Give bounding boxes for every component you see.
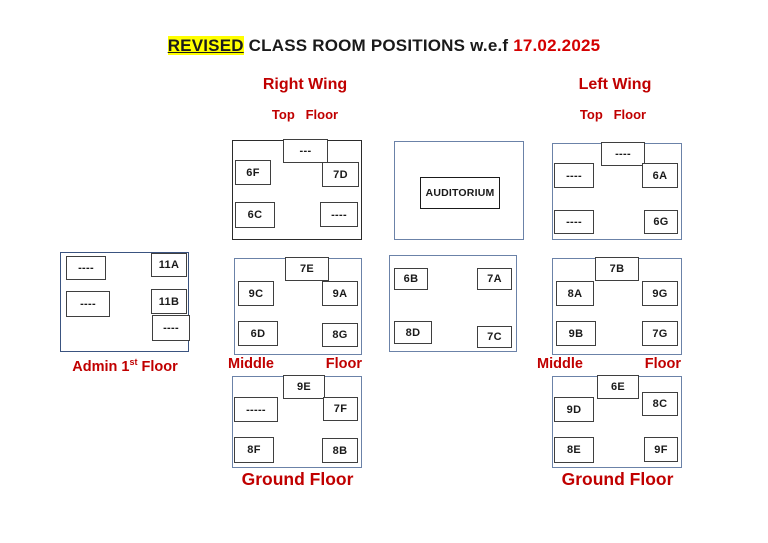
room-box: ---- (554, 163, 594, 188)
room-box-11A: 11A (151, 253, 187, 277)
auditorium-box: AUDITORIUM (394, 141, 524, 240)
room-box: ---- (66, 256, 106, 280)
title-date: 17.02.2025 (513, 36, 601, 55)
room-box-6F: 6F (235, 160, 271, 185)
left-wing-header: Left Wing (578, 76, 652, 93)
room-box: ----- (234, 397, 278, 422)
room-box-9C: 9C (238, 281, 274, 306)
right-top-floor-label: Top Floor (271, 107, 339, 122)
room-box-8E: 8E (554, 437, 594, 463)
right-wing-top-floor-box: --- 6F 7D 6C ---- (232, 139, 362, 240)
right-wing-ground-floor-box: 9E ----- 7F 8F 8B (232, 375, 362, 468)
right-wing-header: Right Wing (262, 76, 348, 93)
auditorium-label: AUDITORIUM (420, 177, 500, 209)
room-box-9G: 9G (642, 281, 678, 306)
room-box: ---- (66, 291, 110, 317)
left-wing-ground-floor-box: 6E 9D 8C 8E 9F (552, 375, 682, 468)
room-box-6G: 6G (644, 210, 678, 234)
admin-floor-label: Admin 1st Floor (72, 357, 178, 375)
room-box-8B: 8B (322, 438, 358, 463)
room-box-8G: 8G (322, 323, 358, 347)
room-box: ---- (554, 210, 594, 234)
room-box-6C: 6C (235, 202, 275, 228)
left-top-floor-label: Top Floor (579, 107, 647, 122)
room-box-6D: 6D (238, 321, 278, 346)
room-box-8D: 8D (394, 321, 432, 344)
room-box-6B: 6B (394, 268, 428, 290)
left-ground-floor-label: Ground Floor (561, 469, 674, 489)
right-wing-middle-floor-box: 7E 9C 9A 6D 8G (234, 257, 362, 355)
room-box-7A: 7A (477, 268, 512, 290)
room-box-9D: 9D (554, 397, 594, 422)
center-middle-floor-box: 6B 7A 8D 7C (389, 255, 517, 352)
right-ground-floor-label: Ground Floor (241, 469, 354, 489)
room-box-6E: 6E (597, 375, 639, 399)
room-box: ---- (601, 142, 645, 166)
room-box-9E: 9E (283, 375, 325, 399)
room-box-8F: 8F (234, 437, 274, 463)
room-box-7D: 7D (322, 162, 359, 187)
room-box-7G: 7G (642, 321, 678, 346)
room-box-8A: 8A (556, 281, 594, 306)
room-box-7F: 7F (323, 397, 358, 421)
page-title: REVISED CLASS ROOM POSITIONS w.e.f 17.02… (0, 36, 768, 56)
room-box-9A: 9A (322, 281, 358, 306)
room-box-7B: 7B (595, 257, 639, 281)
room-box: ---- (320, 202, 358, 227)
room-box: ---- (152, 315, 190, 341)
room-box-11B: 11B (151, 289, 187, 314)
room-box-7C: 7C (477, 326, 512, 348)
room-box-9B: 9B (556, 321, 596, 346)
room-box-9F: 9F (644, 437, 678, 462)
room-box-7E: 7E (285, 257, 329, 281)
left-wing-middle-floor-box: 7B 8A 9G 9B 7G (552, 257, 682, 355)
title-highlight: REVISED (167, 36, 244, 55)
room-box-6A: 6A (642, 163, 678, 188)
left-wing-top-floor-box: ---- ---- 6A ---- 6G (552, 142, 682, 240)
room-box-8C: 8C (642, 392, 678, 416)
room-box: --- (283, 139, 328, 163)
title-main: CLASS ROOM POSITIONS w.e.f (243, 36, 514, 55)
admin-first-floor-box: ---- 11A ---- 11B ---- (60, 252, 190, 352)
